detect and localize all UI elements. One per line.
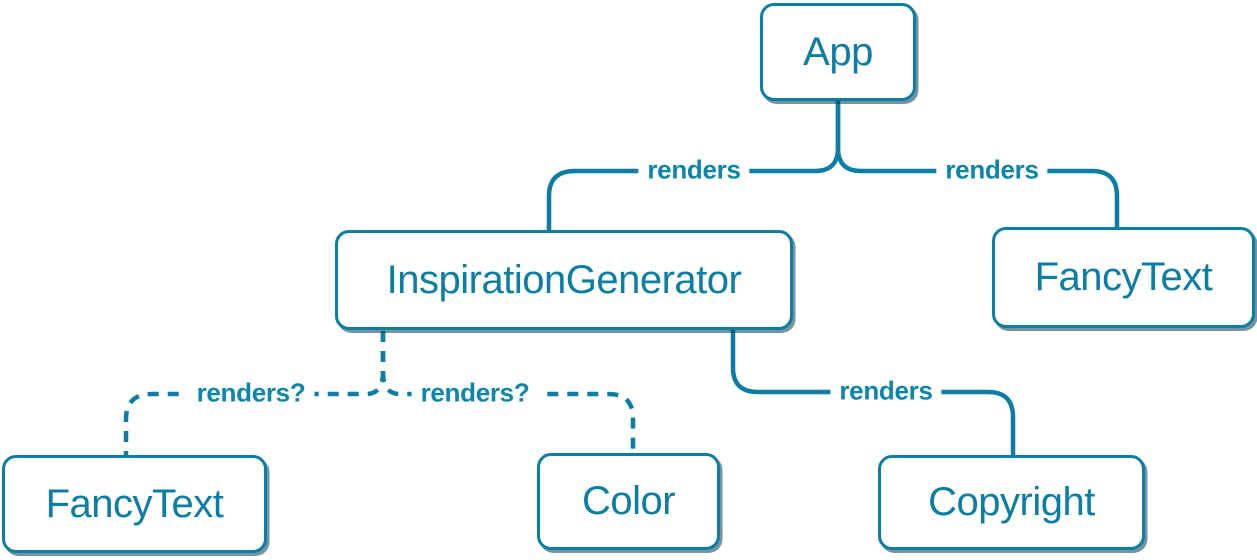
node-app: App bbox=[760, 3, 916, 101]
node-copyright-label: Copyright bbox=[928, 480, 1095, 524]
edge-label-renders-maybe-fancy-text: renders? bbox=[187, 378, 315, 408]
node-inspiration-generator: InspirationGenerator bbox=[335, 230, 793, 330]
edge-inspiration-generator-to-color-dashed bbox=[380, 331, 636, 454]
edge-label-renders-inspiration-generator: renders bbox=[638, 155, 750, 185]
node-copyright: Copyright bbox=[878, 455, 1145, 550]
node-fancy-text-top: FancyText bbox=[992, 227, 1255, 328]
node-fancy-text-top-label: FancyText bbox=[1034, 255, 1213, 299]
node-fancy-text-bottom: FancyText bbox=[2, 455, 267, 553]
edge-label-renders-copyright: renders bbox=[830, 376, 942, 406]
edge-label-renders-fancy-text: renders bbox=[936, 155, 1048, 185]
node-fancy-text-bottom-label: FancyText bbox=[45, 481, 224, 526]
node-color: Color bbox=[537, 453, 720, 550]
edge-label-renders-maybe-color: renders? bbox=[411, 378, 539, 408]
node-color-label: Color bbox=[581, 479, 676, 523]
node-app-label: App bbox=[803, 29, 873, 74]
node-inspiration-generator-label: InspirationGenerator bbox=[386, 257, 742, 302]
